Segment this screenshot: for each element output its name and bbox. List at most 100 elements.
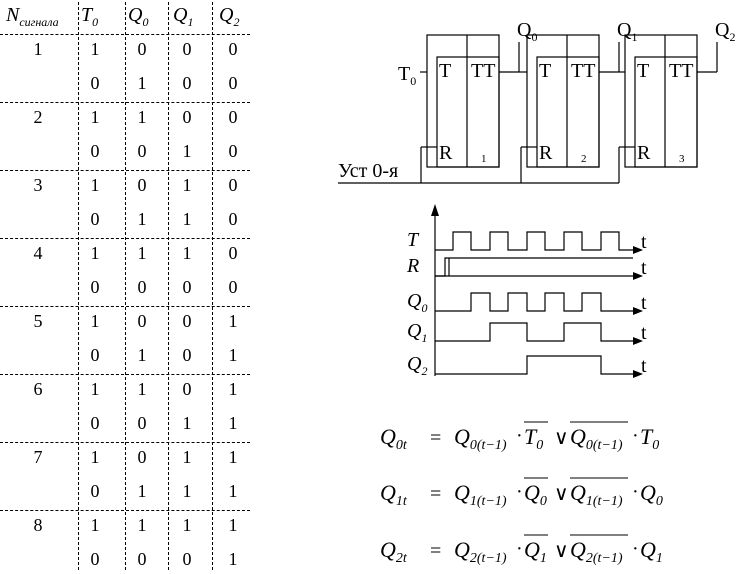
table-cell: 1 [182,243,192,263]
formula-lhs-main: Q [380,480,396,505]
header-col-main: Q [128,4,143,26]
table-cell: 1 [137,243,147,263]
table-cell: 0 [228,277,238,297]
output-label-2-main: Q [617,19,632,41]
flipflop-r-label: R [637,142,651,164]
formula-term-b-main: T [524,424,538,449]
table-cell: 0 [90,209,100,229]
formula-eq: = [430,540,441,562]
formula-lhs-sub: 2t [396,551,408,566]
formula-lhs-sub: 0t [396,438,408,453]
signal-number: 1 [33,39,43,59]
wave-arrow-1 [633,246,643,254]
table-cell: 1 [228,481,238,501]
table-cell: 1 [182,413,192,433]
input-t0-label-sub: 0 [410,74,416,88]
formula-term-d: T0 [640,424,659,453]
formula-term-d-main: T [640,424,654,449]
circuit-lines [338,34,718,184]
table-cell: 1 [137,515,147,535]
table-cell: 1 [228,311,238,331]
formula-eq: = [430,483,441,505]
table-cell: 0 [90,413,100,433]
formula-term-c: Q0(t−1) [570,424,623,453]
formula-dot: · [632,538,639,560]
table-cell: 0 [228,175,238,195]
flipflop-3 [624,34,698,168]
table-cell: 1 [90,515,100,535]
formula-lhs-sub: 1t [396,494,408,509]
table-cell: 1 [90,447,100,467]
formula-term-c-main: Q [570,424,586,449]
wave-2 [435,257,633,277]
table-cell: 1 [182,209,192,229]
formula-term-a-main: Q [454,480,470,505]
table-cell: 0 [182,107,192,127]
table-cell: 1 [182,175,192,195]
flipflop-2 [526,34,600,168]
flipflop-t-label: T [637,60,649,82]
table-divider-h [0,170,250,171]
formula-term-b-sub: 0 [536,438,543,453]
formula-dot: · [516,538,523,560]
table-cell: 0 [182,277,192,297]
table-divider-h [0,306,250,307]
time-label: t [641,292,647,314]
formula-term-b: Q1 [524,537,547,566]
table-cell: 0 [90,73,100,93]
table-cell: 0 [228,107,238,127]
table-cell: 0 [228,243,238,263]
formula-term-c: Q2(t−1) [570,537,623,566]
flipflop-number: 2 [581,153,587,165]
table-cell: 0 [90,141,100,161]
formula-3: Q2t=Q2(t−1)·Q1∨Q2(t−1)·Q1 [380,534,663,566]
wave-arrow-2 [633,272,643,280]
signal-number: 2 [33,107,43,127]
formula-lhs: Q2t [380,537,408,566]
table-cell: 0 [90,481,100,501]
formula-term-d-main: Q [640,480,656,505]
header-col-1: T0 [81,4,98,30]
formula-term-c-main: Q [570,537,586,562]
formula-term-b-main: Q [524,537,540,562]
wave-1 [435,231,633,251]
formula-term-c: Q1(t−1) [570,480,623,509]
formula-lhs-main: Q [380,537,396,562]
output-label-1-main: Q [517,19,532,41]
formula-term-a-main: Q [454,424,470,449]
table-cell: 1 [228,413,238,433]
output-label-3-sub: 2 [729,30,735,44]
header-col-4: Q2 [219,4,239,30]
table-cell: 1 [228,515,238,535]
table-cell: 0 [182,39,192,59]
flipflop-t-label: T [439,60,451,82]
formula-term-d-sub: 0 [652,438,659,453]
wave-4 [435,322,633,342]
formula-term-d: Q0 [640,480,663,509]
signal-label-4-sub: 1 [421,331,427,345]
table-cell: 0 [90,345,100,365]
output-label-2: Q1 [617,19,637,44]
table-cell: 0 [137,175,147,195]
formula-1: Q0t=Q0(t−1)·T0∨Q0(t−1)·T0 [380,421,659,453]
table-cell: 0 [137,277,147,297]
flipflop-tt-label: TT [669,60,693,82]
formula-term-a-main: Q [454,537,470,562]
table-cell: 1 [137,73,147,93]
header-col-2: Q0 [128,4,148,30]
signal-number: 8 [33,515,43,535]
table-cell: 1 [90,379,100,399]
header-col-sub: 2 [233,15,240,29]
table-divider-h [0,238,250,239]
signal-label-4: Q1 [407,320,427,345]
signal-label-3: Q0 [407,290,427,315]
formula-term-c-sub: 1(t−1) [586,494,623,509]
wave-arrow-5 [633,370,643,378]
formula-dot: · [632,425,639,447]
wave-5 [435,355,633,375]
formula-term-a-sub: 0(t−1) [470,438,507,453]
table-cell: 1 [182,141,192,161]
formula-term-b: T0 [524,424,543,453]
formula-term-a-sub: 1(t−1) [470,494,507,509]
